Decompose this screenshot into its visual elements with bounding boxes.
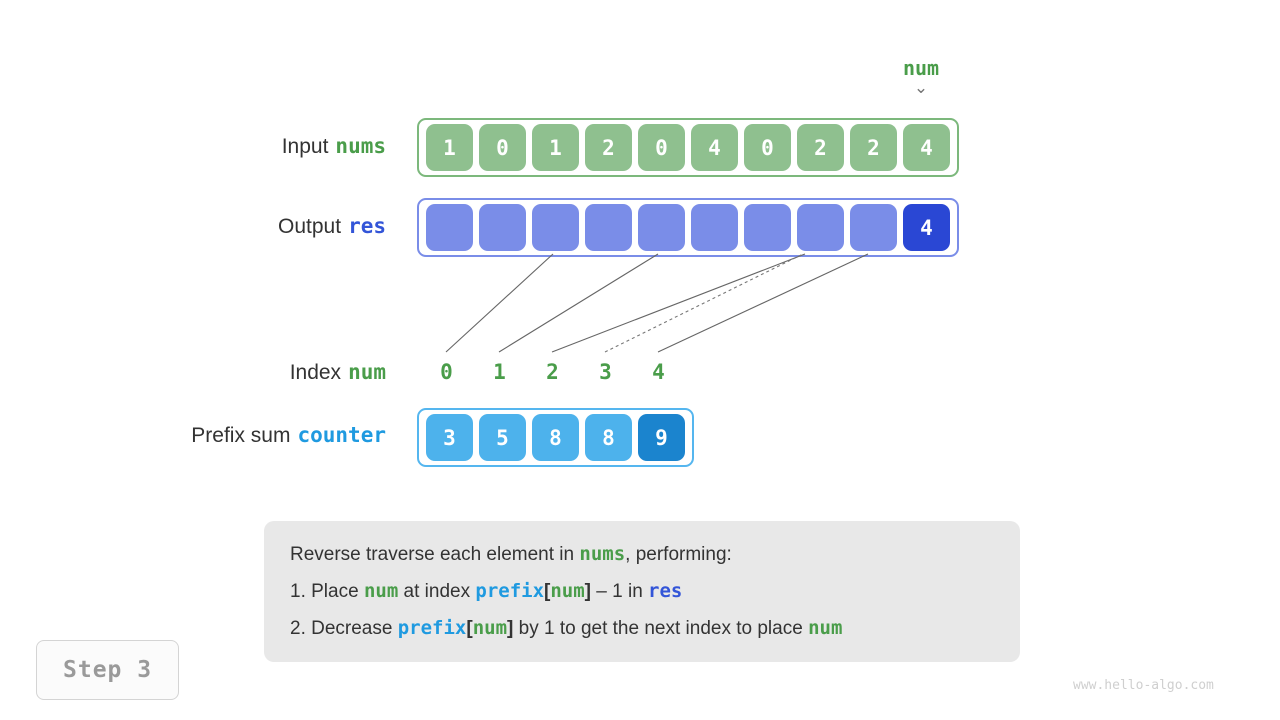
explain-text: 1. Place — [290, 581, 364, 602]
res-cell-7 — [797, 204, 844, 251]
counter-cell-4: 9 — [638, 414, 685, 461]
chevron-down-icon: ⌄ — [913, 78, 929, 98]
res-cell-3 — [585, 204, 632, 251]
nums-cell-7: 2 — [797, 124, 844, 171]
input-label-text: Input — [281, 135, 329, 158]
watermark: www.hello-algo.com — [1073, 678, 1214, 693]
nums-cell-6: 0 — [744, 124, 791, 171]
explain-text: , performing: — [625, 544, 732, 565]
explain-bracket: [ — [466, 618, 473, 639]
res-cell-5 — [691, 204, 738, 251]
prefix-label-var: counter — [297, 423, 386, 447]
connector-line-0 — [445, 253, 554, 353]
index-label-3: 3 — [599, 360, 612, 384]
index-num-label: Index num — [158, 360, 386, 385]
explain-text: – 1 in — [591, 581, 649, 602]
num-pointer: num ⌄ — [886, 57, 956, 97]
res-cell-1 — [479, 204, 526, 251]
index-label-var: num — [348, 360, 386, 384]
explain-code-prefix: prefix — [397, 617, 467, 639]
index-label-1: 1 — [493, 360, 506, 384]
explain-text: by 1 to get the next index to place — [513, 618, 809, 639]
nums-cell-9: 4 — [903, 124, 950, 171]
explain-bracket: [ — [544, 581, 551, 602]
counter-cell-2: 8 — [532, 414, 579, 461]
nums-cell-2: 1 — [532, 124, 579, 171]
explain-bracket: ] — [584, 581, 591, 602]
explain-code-num: num — [363, 580, 399, 602]
connector-line-4 — [657, 253, 869, 353]
explain-code-num: num — [472, 617, 508, 639]
nums-cell-5: 4 — [691, 124, 738, 171]
index-label-4: 4 — [652, 360, 665, 384]
nums-cell-8: 2 — [850, 124, 897, 171]
connector-line-3-dashed — [604, 253, 804, 353]
input-label-var: nums — [335, 134, 386, 158]
res-cell-4 — [638, 204, 685, 251]
output-label-var: res — [348, 214, 386, 238]
explain-code-num: num — [808, 617, 843, 639]
explain-code-prefix: prefix — [475, 580, 545, 602]
explanation-line-1: 1. Place num at index prefix[num] – 1 in… — [290, 578, 994, 605]
step-badge: Step 3 — [36, 640, 180, 700]
res-cell-6 — [744, 204, 791, 251]
connector-line-1 — [498, 253, 659, 353]
input-nums-label: Input nums — [158, 134, 386, 159]
index-number-row: 0 1 2 3 4 — [420, 360, 685, 384]
counter-cell-3: 8 — [585, 414, 632, 461]
index-label-0: 0 — [440, 360, 453, 384]
res-cell-8 — [850, 204, 897, 251]
index-label-text: Index — [289, 361, 342, 384]
counter-cell-0: 3 — [426, 414, 473, 461]
num-pointer-label: num — [902, 56, 940, 80]
output-res-label: Output res — [158, 214, 386, 239]
explain-bracket: ] — [507, 618, 514, 639]
res-cell-2 — [532, 204, 579, 251]
explain-text: 2. Decrease — [290, 618, 398, 639]
explanation-box: Reverse traverse each element in nums, p… — [264, 521, 1020, 662]
prefix-sum-label: Prefix sum counter — [118, 423, 386, 448]
prefix-label-text: Prefix sum — [191, 424, 291, 447]
res-cell-9: 4 — [903, 204, 950, 251]
explanation-line-0: Reverse traverse each element in nums, p… — [290, 541, 994, 568]
explain-code-res: res — [648, 580, 683, 602]
explain-text: at index — [398, 581, 476, 602]
output-label-text: Output — [278, 215, 342, 238]
explain-text: Reverse traverse each element in — [290, 544, 580, 565]
explain-code-nums: nums — [579, 543, 626, 565]
index-label-2: 2 — [546, 360, 559, 384]
explanation-line-2: 2. Decrease prefix[num] by 1 to get the … — [290, 615, 994, 642]
counter-cell-1: 5 — [479, 414, 526, 461]
nums-cell-0: 1 — [426, 124, 473, 171]
res-array: 4 — [417, 198, 959, 257]
nums-cell-3: 2 — [585, 124, 632, 171]
explain-code-num: num — [550, 580, 585, 602]
connector-line-2 — [551, 253, 806, 353]
res-cell-0 — [426, 204, 473, 251]
nums-cell-4: 0 — [638, 124, 685, 171]
nums-cell-1: 0 — [479, 124, 526, 171]
